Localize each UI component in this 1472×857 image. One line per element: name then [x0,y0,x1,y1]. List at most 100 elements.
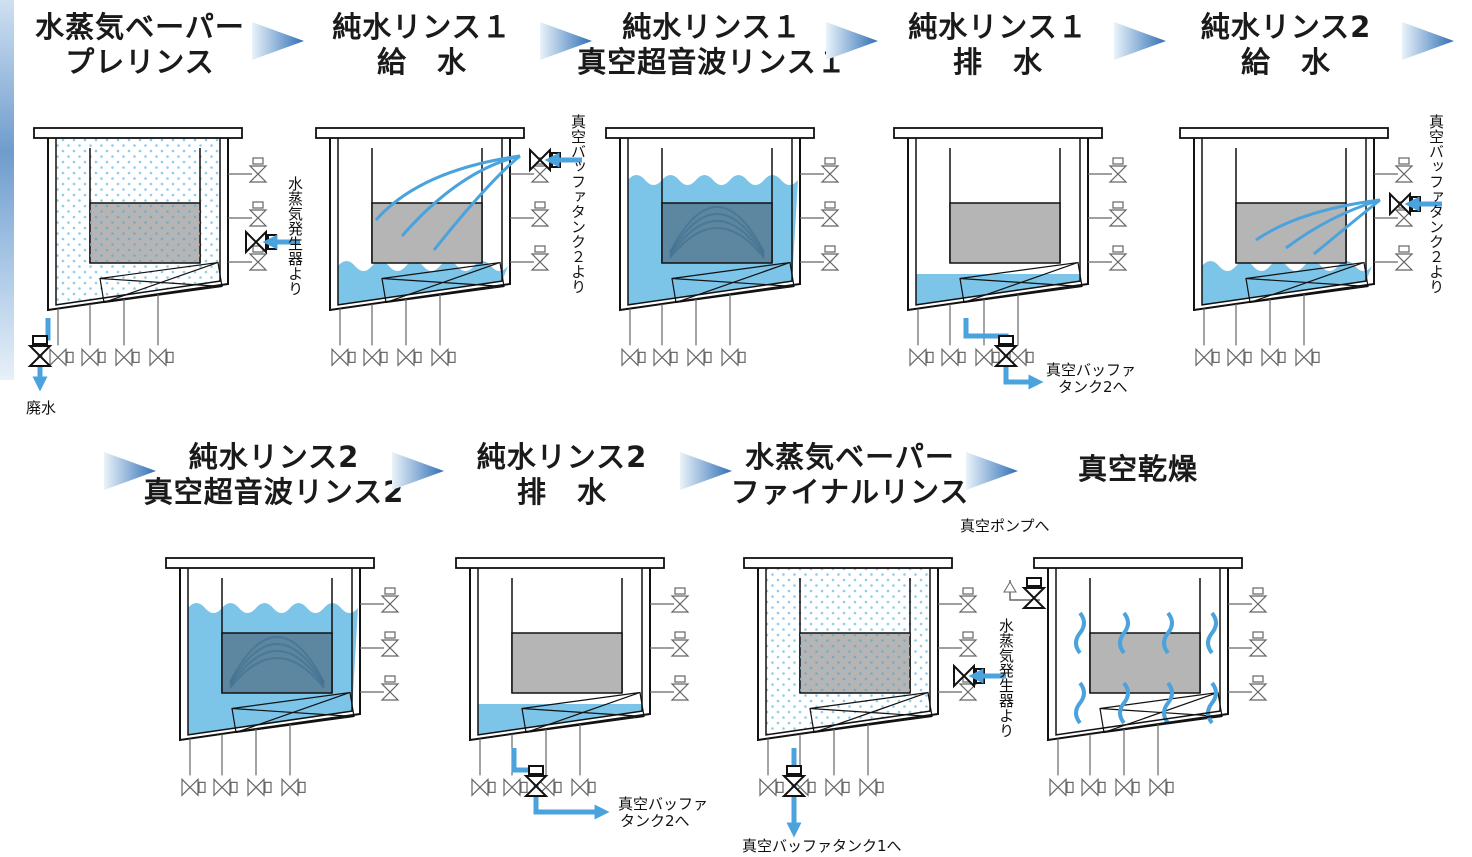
water-spray [1313,198,1381,256]
heat-wave-icon [1206,611,1218,655]
valve-actuator [384,675,396,683]
step-title-3: 純水リンス１ 真空超音波リンス１ [562,10,862,80]
buffer-dest-1-line-1: 真空バッファ [1046,361,1137,379]
basket-load [511,632,623,694]
tank-outer-wall [47,138,229,312]
valve-actuator [876,781,884,793]
step-title-5: 純水リンス2 給 水 [1136,10,1436,80]
flow-arrow-icon [966,452,1018,490]
tank-4 [893,127,1128,367]
valve-icon [247,777,265,797]
valve-icon [670,595,690,613]
buffer-tank-1-dest-label: 真空バッファタンク1へ [742,837,902,855]
valve-icon [397,347,415,367]
valve-actuator [1252,587,1264,595]
valve-icon [1248,683,1268,701]
valve-icon [115,347,133,367]
water-spray [1255,198,1381,242]
step-1-line-1: 水蒸気ベーパー [35,10,245,44]
valve-actuator [348,351,356,363]
valve-icon [1394,165,1414,183]
flow-arrow-icon [252,22,304,60]
water-spray [432,154,521,251]
valve-icon [1108,209,1128,227]
valve-actuator [962,631,974,639]
valve-icon [859,777,877,797]
valve-actuator [32,335,48,345]
step-8-line-2: ファイナルリンス [730,475,970,509]
flow-arrow-icon [1402,22,1454,60]
heat-wave-icon [1162,681,1174,725]
valve-actuator [1212,351,1220,363]
water-spray [1285,198,1381,250]
valve-actuator [198,781,206,793]
tank-9 [1033,557,1268,797]
heat-wave-icon [1118,611,1130,655]
valve-icon [1248,639,1268,657]
valve-actuator [252,201,264,209]
valve-actuator [1026,577,1042,587]
valve-icon [245,229,267,255]
valve-actuator [1098,781,1106,793]
valve-icon [523,775,549,797]
valve-icon [820,253,840,271]
valve-actuator [1398,157,1410,165]
valve-actuator [166,351,174,363]
valve-actuator [1132,781,1140,793]
tank-5 [1179,127,1414,367]
valve-icon [213,777,231,797]
step-3-line-1: 純水リンス１ [622,10,802,44]
valve-actuator [1112,245,1124,253]
valve-icon [248,209,268,227]
tank-inner-wall [1055,568,1221,736]
tank-outer-wall [1047,568,1229,742]
valve-icon [1261,347,1279,367]
tank-flange [455,557,665,569]
buffer-tank-2-source-label-2: 真空バッファタンク２より [1427,114,1445,294]
valve-icon [471,777,489,797]
valve-actuator [674,631,686,639]
valve-icon [687,347,705,367]
buffer-dest-2-line-1: 真空バッファ [618,795,709,813]
valve-actuator [384,631,396,639]
step-2-line-1: 純水リンス１ [332,10,512,44]
tank-inner-wall [55,138,221,306]
tank-outer-wall [1193,138,1375,312]
step-6-line-2: 真空超音波リンス2 [143,475,405,509]
step-title-8: 水蒸気ベーパー ファイナルリンス [700,440,1000,510]
flow-arrow-icon [392,452,444,490]
step-5-line-1: 純水リンス2 [1200,10,1372,44]
valve-actuator [824,157,836,165]
valve-actuator [98,351,106,363]
ultrasonic-wave-icon [669,220,765,257]
steam-source-label: 水蒸気発生器より [286,176,304,296]
step-5-line-2: 給 水 [1240,45,1331,79]
flow-arrow-icon [540,22,592,60]
step-7-line-1: 純水リンス2 [476,440,648,474]
tank-inner-wall [627,138,793,306]
step-2-line-2: 給 水 [376,45,467,79]
tank-7 [455,557,690,797]
valve-actuator [528,765,544,775]
valve-actuator [824,245,836,253]
buffer-tank-2-source-label: 真空バッファタンク２より [569,114,587,294]
valve-actuator [298,781,306,793]
valve-actuator [1252,675,1264,683]
tank-flange [165,557,375,569]
valve-icon [941,347,959,367]
valve-actuator [1026,351,1034,363]
step-title-7: 純水リンス2 排 水 [412,440,712,510]
step-9-line-1: 真空乾燥 [1077,452,1198,486]
tank-flange [33,127,243,139]
tank-flange [893,127,1103,139]
basket-dots [800,633,910,693]
valve-icon [1149,777,1167,797]
basket-load [661,202,773,264]
vacuum-pump-label: 真空ポンプへ [960,517,1050,535]
valve-actuator [842,781,850,793]
valve-icon [281,777,299,797]
valve-actuator [1244,351,1252,363]
flow-arrow-icon [680,452,732,490]
valve-icon [1108,165,1128,183]
buffer-drain-arrow-2 [511,748,610,820]
